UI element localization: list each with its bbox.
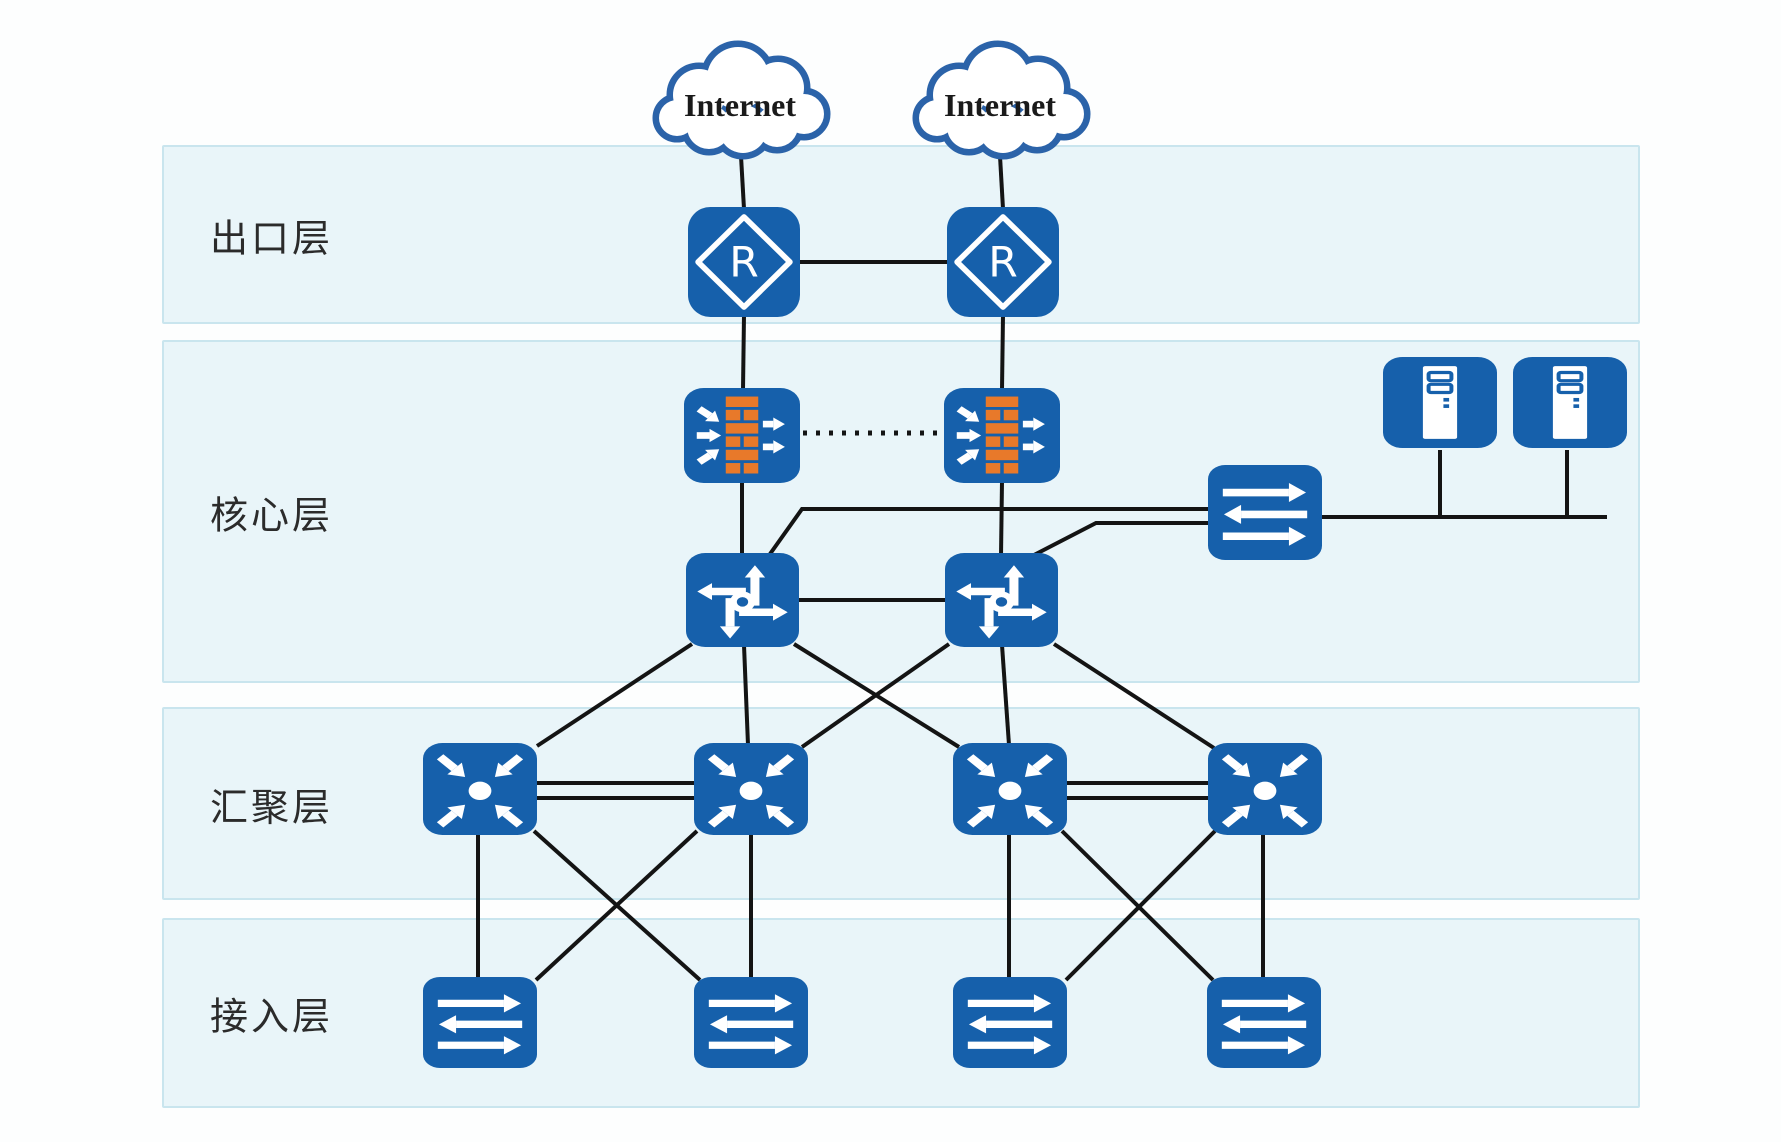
firewall-right[interactable] [944, 388, 1060, 483]
server-1[interactable] [1383, 357, 1497, 448]
access-switch-2[interactable] [694, 977, 808, 1068]
aggregation-switch-icon [423, 743, 537, 835]
router-icon: R [947, 207, 1059, 317]
core-switch-icon [945, 553, 1058, 647]
internet-cloud-icon: Internet [912, 40, 1091, 160]
server-icon [1513, 357, 1627, 448]
firewall-left[interactable] [684, 388, 800, 483]
egress-router-left[interactable]: R [688, 207, 800, 317]
access-switch-3[interactable] [953, 977, 1067, 1068]
access-switch-4[interactable] [1207, 977, 1321, 1068]
core-switch-icon [686, 553, 799, 647]
l2-switch-icon [694, 977, 808, 1068]
egress-router-right[interactable]: R [947, 207, 1059, 317]
layer-band-egress: 出口层 [162, 145, 1640, 324]
agg-switch-1[interactable] [423, 743, 537, 835]
router-glyph: R [988, 238, 1018, 287]
server-2[interactable] [1513, 357, 1627, 448]
firewall-icon [684, 388, 800, 483]
l2-switch-icon [423, 977, 537, 1068]
server-icon [1383, 357, 1497, 448]
layer-label-egress: 出口层 [210, 218, 334, 260]
layer-label-aggregation: 汇聚层 [210, 787, 334, 829]
aggregation-switch-icon [953, 743, 1067, 835]
l2-switch-icon [953, 977, 1067, 1068]
firewall-icon [944, 388, 1060, 483]
internet-cloud-label: Internet [684, 87, 796, 123]
router-glyph: R [729, 238, 759, 287]
router-icon: R [688, 207, 800, 317]
layer-band-aggregation: 汇聚层 [162, 707, 1640, 900]
aggregation-switch-icon [694, 743, 808, 835]
internet-cloud-left[interactable]: Internet [637, 38, 843, 163]
layer-label-access: 接入层 [210, 996, 334, 1039]
agg-switch-4[interactable] [1208, 743, 1322, 835]
core-switch-right[interactable] [945, 553, 1058, 647]
internet-cloud-right[interactable]: Internet [897, 38, 1103, 163]
l2-switch-icon [1208, 465, 1322, 560]
server-farm-switch[interactable] [1208, 465, 1322, 560]
layer-label-core: 核心层 [210, 495, 334, 537]
internet-cloud-label: Internet [944, 87, 1056, 123]
agg-switch-2[interactable] [694, 743, 808, 835]
agg-switch-3[interactable] [953, 743, 1067, 835]
aggregation-switch-icon [1208, 743, 1322, 835]
layer-band-access: 接入层 [162, 918, 1640, 1108]
access-switch-1[interactable] [423, 977, 537, 1068]
l2-switch-icon [1207, 977, 1321, 1068]
core-switch-left[interactable] [686, 553, 799, 647]
internet-cloud-icon: Internet [652, 40, 831, 160]
